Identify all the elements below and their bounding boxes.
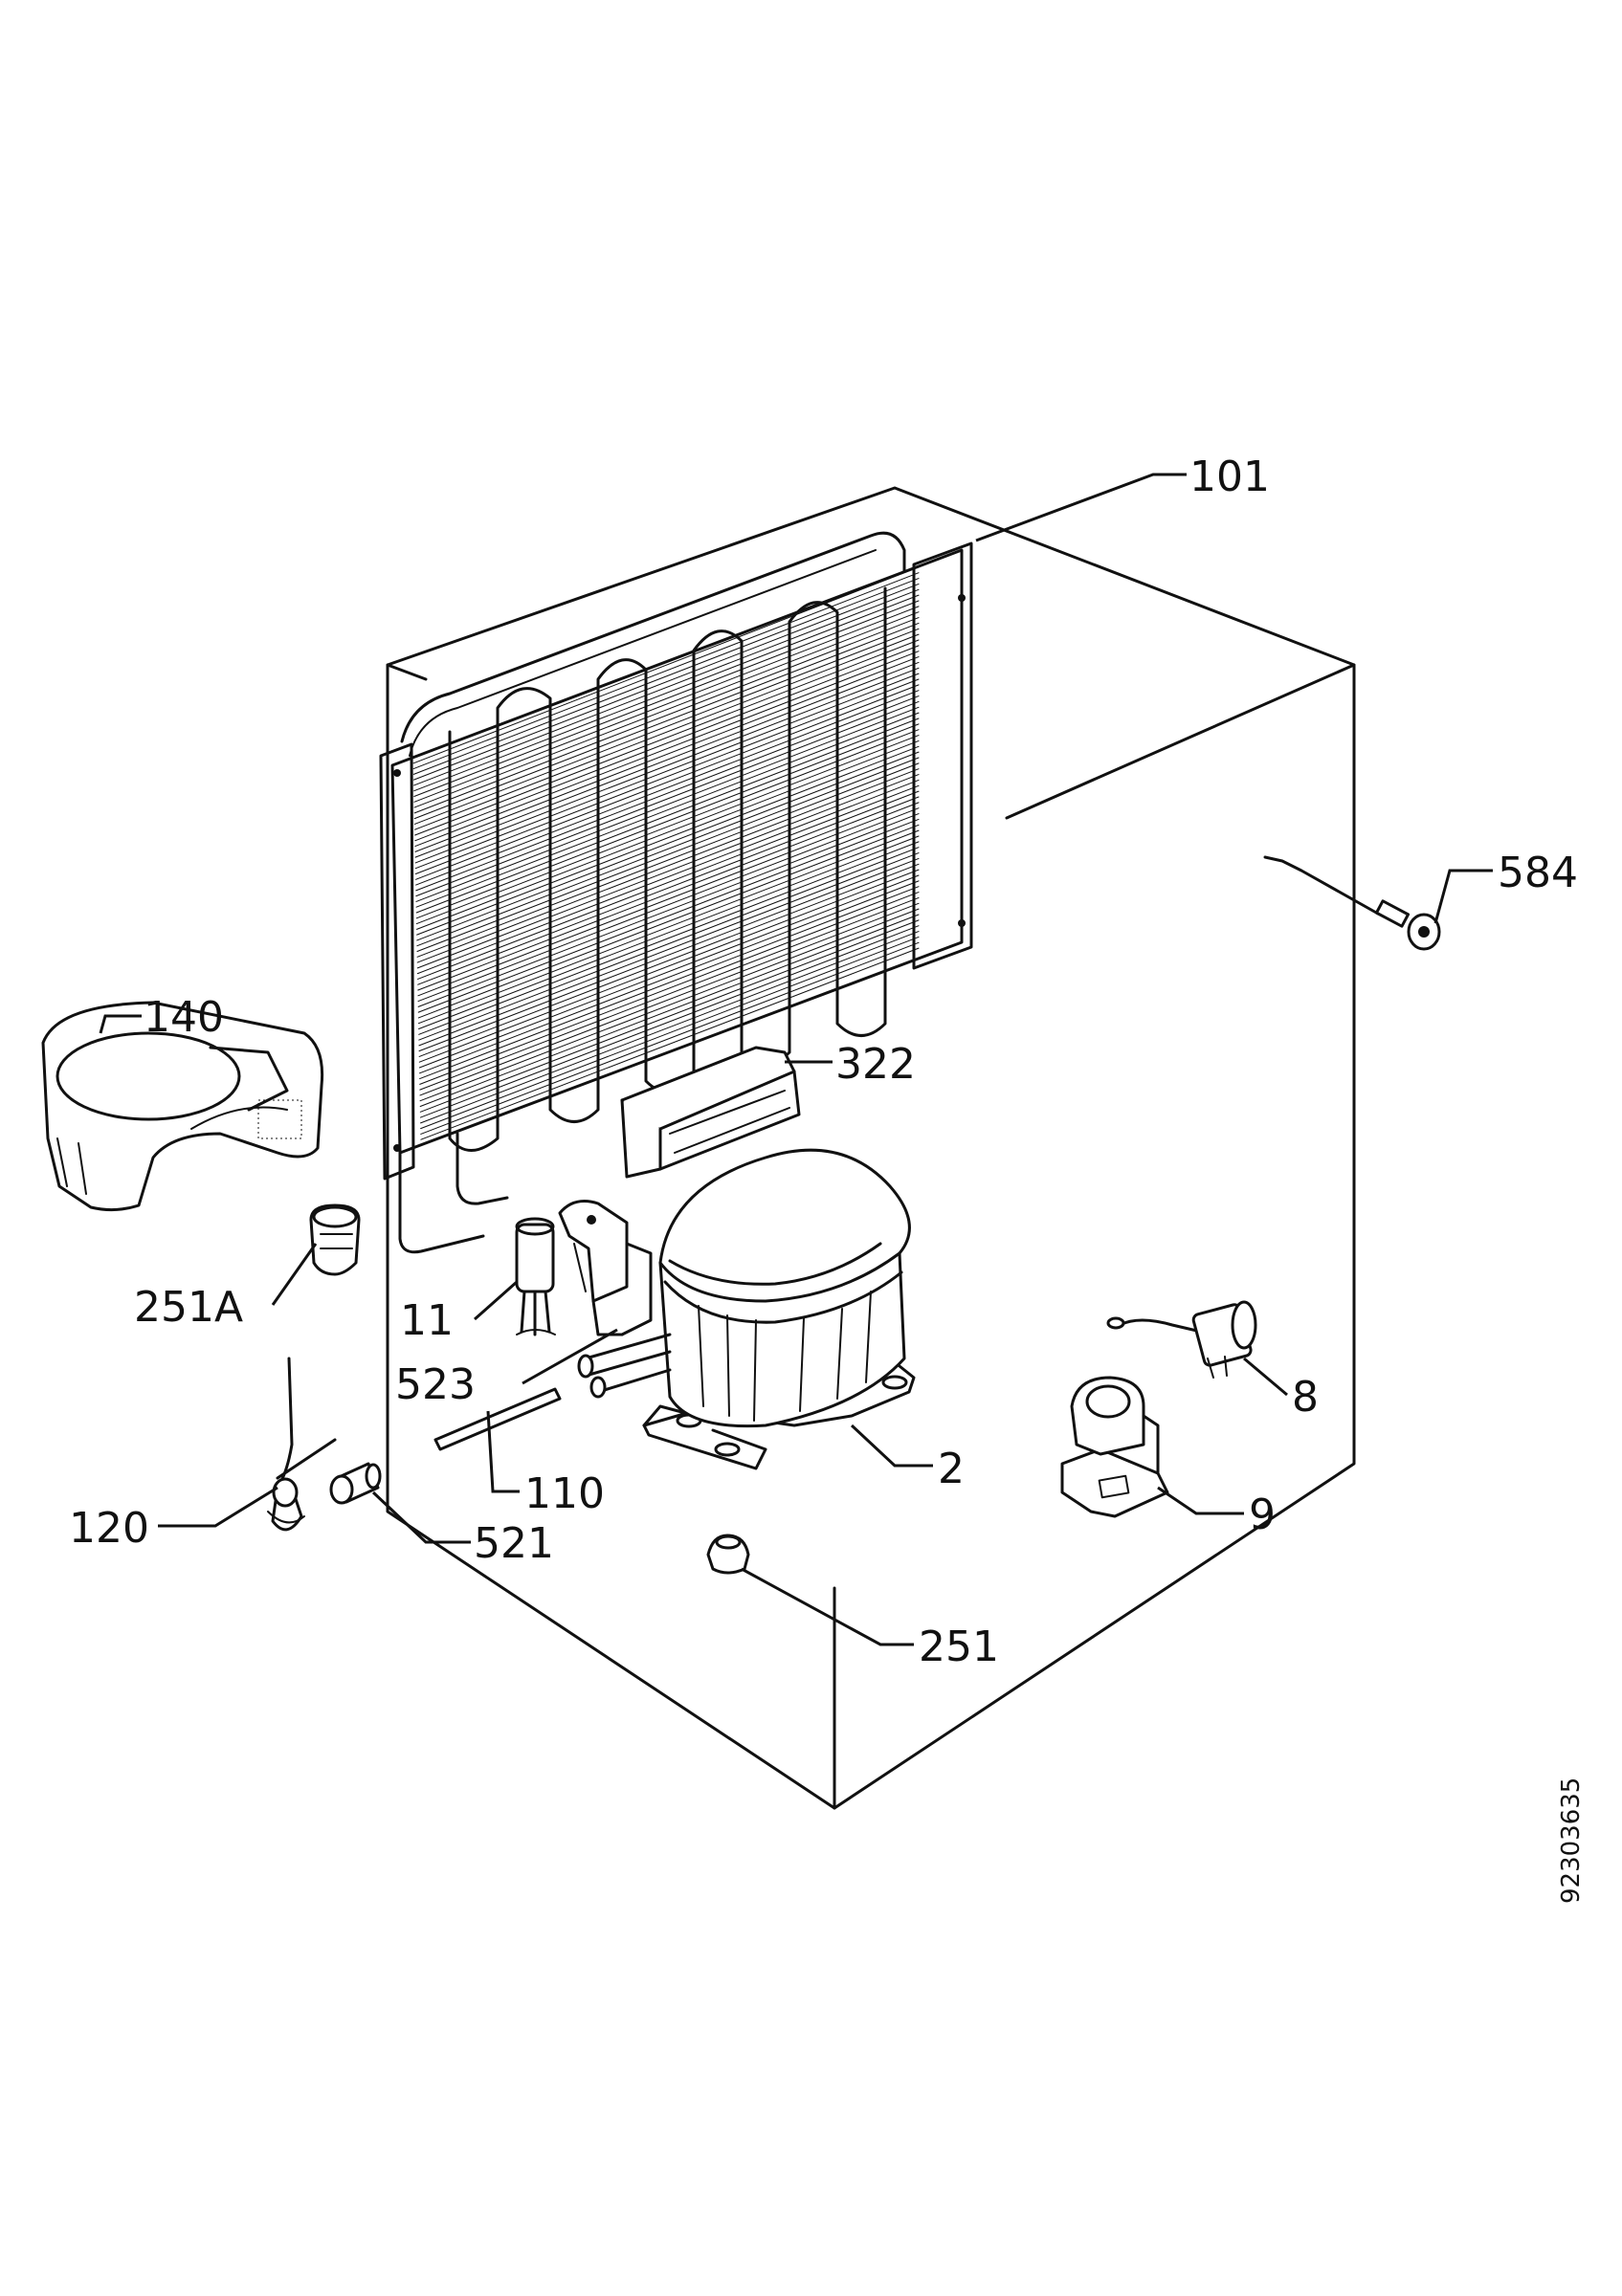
label-9: 9 xyxy=(1249,1490,1276,1539)
condenser-fin-line xyxy=(417,813,920,1007)
condenser-fin-line xyxy=(419,886,920,1080)
part-11-relay xyxy=(515,1217,556,1336)
condenser-fin-line xyxy=(416,751,920,947)
label-251A: 251A xyxy=(134,1283,243,1332)
condenser-fin-line xyxy=(416,774,920,969)
condenser-fin-line xyxy=(419,892,920,1085)
condenser-fin-line xyxy=(415,690,920,886)
part-251-grommet xyxy=(706,1534,750,1575)
condenser-fin-line xyxy=(418,841,920,1035)
condenser-fin-line xyxy=(418,847,920,1041)
label-101: 101 xyxy=(1189,453,1270,501)
condenser-fin-line xyxy=(416,740,920,936)
condenser-fin-line xyxy=(419,896,920,1091)
part-labels: 101 584 140 322 251A 11 523 8 110 2 9 12… xyxy=(69,453,1578,1671)
part-251A-grommet xyxy=(309,1203,361,1276)
condenser-fin-line xyxy=(416,745,920,941)
condenser-fin-line xyxy=(416,762,920,958)
condenser-fin-line xyxy=(414,651,920,848)
condenser xyxy=(379,531,973,1254)
label-11: 11 xyxy=(400,1296,454,1345)
condenser-fin-line xyxy=(414,656,920,852)
condenser-fin-line xyxy=(416,768,920,963)
part-322-bracket xyxy=(620,1046,801,1179)
part-521-cap xyxy=(329,1462,382,1505)
condenser-fin-line xyxy=(419,925,920,1118)
label-2: 2 xyxy=(938,1445,965,1493)
condenser-fin-line xyxy=(417,784,920,980)
drawing-code: 92303635 xyxy=(1557,1777,1586,1904)
condenser-fin-line xyxy=(415,684,920,880)
condenser-fin-line xyxy=(416,735,920,930)
part-120-capillary xyxy=(267,1357,337,1532)
condenser-fin-line xyxy=(414,667,920,864)
label-110: 110 xyxy=(524,1469,605,1518)
condenser-fin-line xyxy=(418,835,920,1029)
part-110-tube xyxy=(433,1387,562,1451)
condenser-fin-line xyxy=(415,706,920,902)
condenser-fin-line xyxy=(415,729,920,925)
condenser-fin-line xyxy=(417,802,920,997)
label-120: 120 xyxy=(69,1504,149,1553)
condenser-fin-line xyxy=(414,673,920,870)
part-523-clamp xyxy=(558,1200,653,1336)
condenser-fin-line xyxy=(416,779,920,975)
part-2-compressor xyxy=(577,1148,916,1470)
label-251: 251 xyxy=(919,1623,999,1671)
condenser-fin-line xyxy=(417,807,920,1003)
label-8: 8 xyxy=(1292,1373,1319,1422)
label-521: 521 xyxy=(474,1519,554,1568)
part-8-component xyxy=(1106,1300,1257,1379)
label-140: 140 xyxy=(144,993,224,1042)
label-584: 584 xyxy=(1498,849,1578,897)
condenser-fin-line xyxy=(414,678,920,874)
condenser-fin-line xyxy=(414,661,920,858)
condenser-fin-line xyxy=(415,718,920,914)
label-523: 523 xyxy=(395,1360,476,1409)
part-584-probe xyxy=(1263,855,1441,951)
leader-lines xyxy=(99,473,1493,1646)
condenser-fin-line xyxy=(418,874,920,1069)
condenser-fin-line xyxy=(417,790,920,985)
condenser-fin-line xyxy=(415,712,920,908)
condenser-fin-line xyxy=(419,880,920,1074)
condenser-fin-line xyxy=(419,919,920,1113)
condenser-fin-line xyxy=(418,869,920,1063)
condenser-fin-line xyxy=(417,829,920,1025)
part-140-drip-tray xyxy=(41,1001,324,1212)
label-322: 322 xyxy=(835,1040,916,1089)
condenser-fin-line xyxy=(416,757,920,952)
condenser-fin-line xyxy=(419,902,920,1096)
condenser-fin-line xyxy=(418,852,920,1047)
condenser-fin-line xyxy=(419,908,920,1102)
condenser-fin-line xyxy=(415,700,920,897)
condenser-fin-line xyxy=(417,796,920,991)
condenser-fin-line xyxy=(417,818,920,1013)
condenser-fin-line xyxy=(418,863,920,1057)
part-9-protector xyxy=(1060,1376,1169,1518)
condenser-fin-line xyxy=(418,857,920,1052)
condenser-fin-line xyxy=(420,941,920,1135)
condenser-fin-line xyxy=(420,947,920,1140)
condenser-fin-line xyxy=(417,824,920,1019)
condenser-fin-line xyxy=(415,695,920,892)
condenser-fin-line xyxy=(419,914,920,1107)
condenser-fin-line xyxy=(415,723,920,919)
cabinet-outline xyxy=(386,486,1356,1810)
condenser-fin-line xyxy=(420,936,920,1130)
condenser-fin-line xyxy=(420,931,920,1124)
